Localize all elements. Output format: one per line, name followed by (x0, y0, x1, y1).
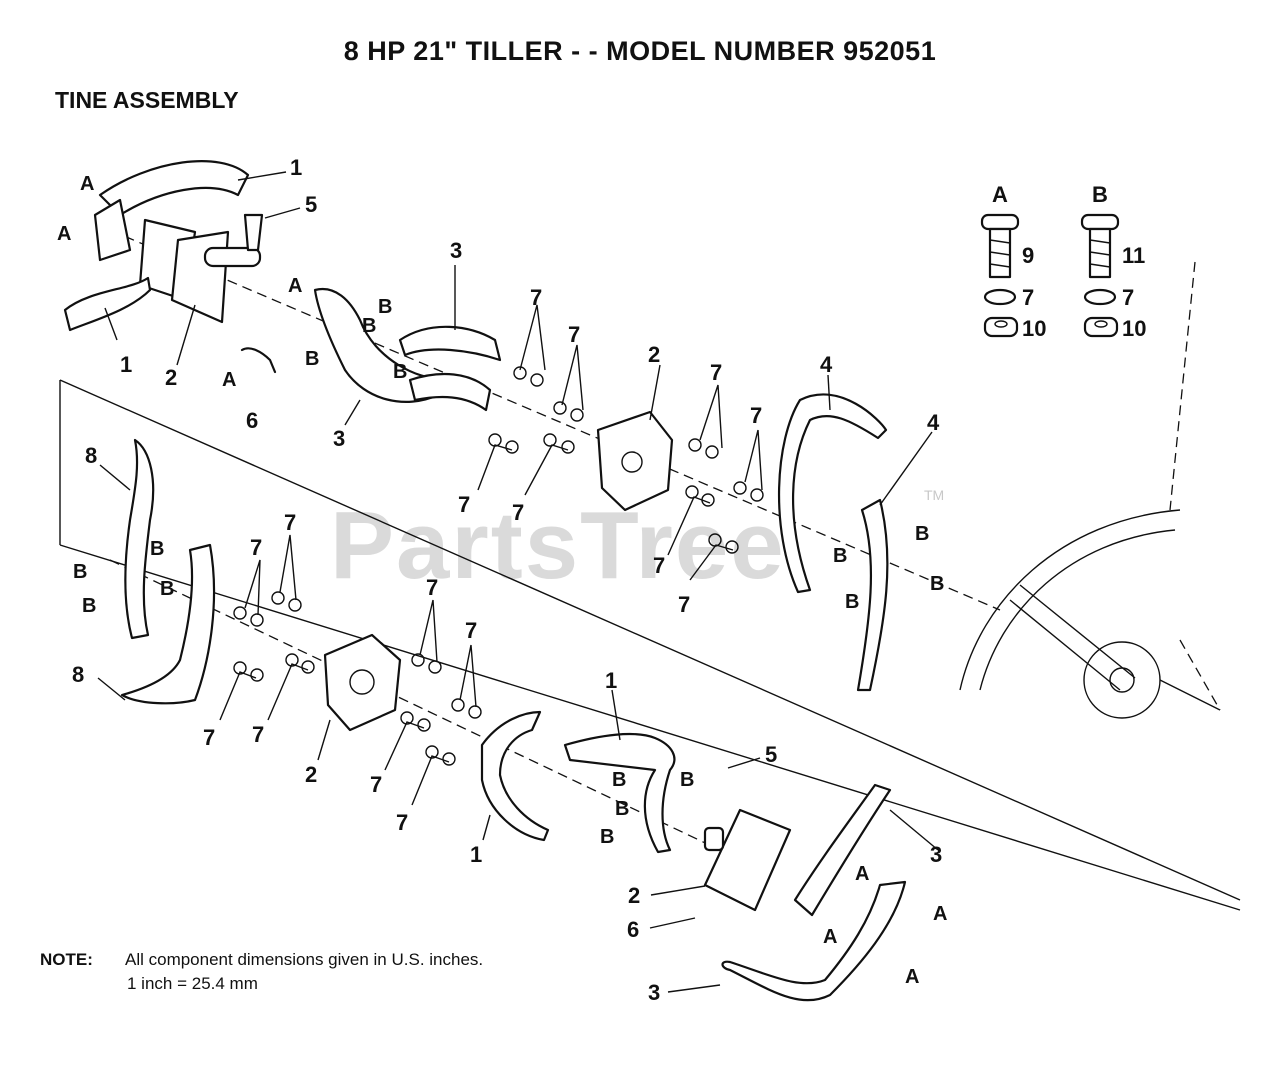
ref-b: B (600, 826, 614, 848)
callout-8: 8 (72, 662, 84, 687)
callout-3: 3 (333, 426, 345, 451)
callout-6: 6 (246, 408, 258, 433)
note-line-1: All component dimensions given in U.S. i… (125, 950, 484, 969)
page-title: 8 HP 21" TILLER - - MODEL NUMBER 952051 (343, 36, 937, 66)
callout-7: 7 (710, 360, 722, 385)
tine-group-lower-middle (480, 710, 676, 854)
callout-7: 7 (458, 492, 470, 517)
tine-group-lower-left (120, 438, 402, 732)
ref-a: A (57, 223, 71, 245)
callout-7: 7 (426, 575, 438, 600)
callout-7: 7 (203, 725, 215, 750)
ref-b: B (150, 538, 164, 560)
section-title: TINE ASSEMBLY (55, 87, 239, 113)
ref-b: B (73, 561, 87, 583)
ref-b: B (615, 798, 629, 820)
lock-washer-icon (983, 288, 1017, 306)
callout-7: 7 (678, 592, 690, 617)
hardware-reference-labels: A A A A B B B B B B B B B B B B B B B B … (57, 173, 947, 988)
bolt-icon (1080, 213, 1120, 279)
ref-a: A (80, 173, 94, 195)
ref-a: A (823, 926, 837, 948)
callout-7: 7 (653, 553, 665, 578)
lock-washer-icon (1083, 288, 1117, 306)
legend-a-washer-part: 7 (1022, 285, 1034, 310)
callout-3: 3 (648, 980, 660, 1005)
callout-3: 3 (930, 842, 942, 867)
legend-b-bolt-part: 11 (1122, 243, 1145, 268)
ref-b: B (845, 591, 859, 613)
callout-1: 1 (290, 155, 302, 180)
callout-2: 2 (165, 365, 177, 390)
callout-8: 8 (85, 443, 97, 468)
ref-a: A (222, 369, 236, 391)
tine-group-top-left (63, 160, 277, 374)
bolt-icon (980, 213, 1020, 279)
callout-1: 1 (470, 842, 482, 867)
ref-a: A (855, 863, 869, 885)
part-callouts: 1 5 1 2 6 3 3 2 4 4 8 8 2 1 5 1 3 2 6 3 … (72, 155, 942, 1005)
ref-b: B (305, 348, 319, 370)
callout-5: 5 (305, 192, 317, 217)
callout-7: 7 (512, 500, 524, 525)
callout-2: 2 (628, 883, 640, 908)
ref-b: B (915, 523, 929, 545)
callout-4: 4 (820, 352, 833, 377)
callout-7: 7 (284, 510, 296, 535)
tine-group-lower-right (703, 783, 907, 1002)
legend-a-header: A (992, 182, 1008, 207)
nut-icon (983, 316, 1019, 338)
callout-2: 2 (648, 342, 660, 367)
ref-a: A (933, 903, 947, 925)
ref-b: B (930, 573, 944, 595)
ref-b: B (612, 769, 626, 791)
ref-b: B (393, 361, 407, 383)
tiller-hub-wheel (959, 261, 1221, 719)
ref-b: B (378, 296, 392, 318)
callout-4: 4 (927, 410, 940, 435)
ref-b: B (680, 769, 694, 791)
watermark-tm: TM (924, 487, 944, 503)
callout-2: 2 (305, 762, 317, 787)
callout-7: 7 (396, 810, 408, 835)
washer-set (233, 366, 764, 766)
note-line-2: 1 inch = 25.4 mm (127, 974, 258, 993)
legend-a-nut-part: 10 (1022, 316, 1046, 341)
ref-b: B (82, 595, 96, 617)
callout-7: 7 (370, 772, 382, 797)
callout-1: 1 (605, 668, 617, 693)
tine-group-right (777, 393, 889, 692)
legend-a: A 9 7 10 (980, 182, 1046, 341)
legend-b-washer-part: 7 (1122, 285, 1134, 310)
nut-icon (1083, 316, 1119, 338)
note-label: NOTE: (40, 950, 93, 969)
callout-7: 7 (568, 322, 580, 347)
ref-b: B (362, 315, 376, 337)
callout-7: 7 (252, 722, 264, 747)
callout-7: 7 (750, 403, 762, 428)
leader-lines (97, 171, 939, 993)
tine-group-upper-middle (313, 287, 674, 512)
legend-b: B 11 7 10 (1080, 182, 1146, 341)
ref-a: A (288, 275, 302, 297)
callout-3: 3 (450, 238, 462, 263)
ref-b: B (833, 545, 847, 567)
ref-a: A (905, 966, 919, 988)
dimension-note: NOTE: All component dimensions given in U… (40, 948, 483, 996)
callout-1: 1 (120, 352, 132, 377)
callout-7: 7 (250, 535, 262, 560)
ref-b: B (160, 578, 174, 600)
legend-a-bolt-part: 9 (1022, 243, 1034, 268)
legend-b-header: B (1092, 182, 1108, 207)
callout-5: 5 (765, 742, 777, 767)
callout-7: 7 (465, 618, 477, 643)
callout-7: 7 (530, 285, 542, 310)
callout-6: 6 (627, 917, 639, 942)
legend-b-nut-part: 10 (1122, 316, 1146, 341)
watermark: PartsTree (330, 492, 786, 599)
